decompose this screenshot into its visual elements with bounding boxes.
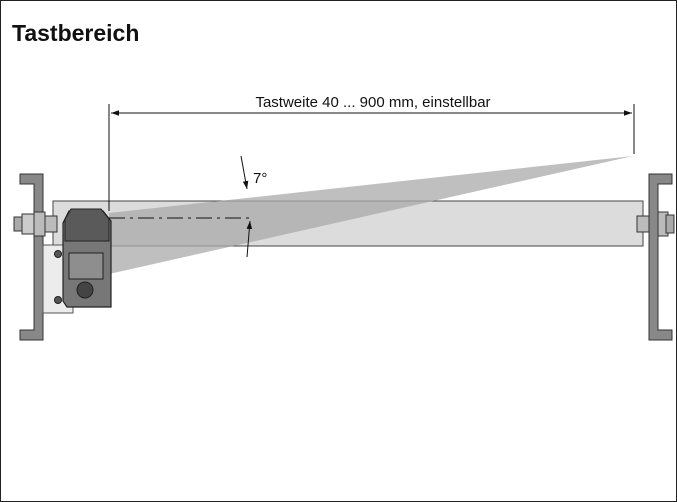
- angle-arrow-top: [240, 155, 249, 190]
- range-label: Tastweite 40 ... 900 mm, einstellbar: [255, 94, 490, 111]
- right-bracket: [636, 173, 675, 341]
- angle-label: 7°: [253, 170, 267, 187]
- beam-cone: [109, 156, 633, 274]
- lens-icon: [76, 281, 94, 299]
- sensor-housing: [54, 208, 112, 308]
- page-title: Tastbereich: [12, 20, 140, 46]
- angle-arrow-bottom: [246, 220, 253, 258]
